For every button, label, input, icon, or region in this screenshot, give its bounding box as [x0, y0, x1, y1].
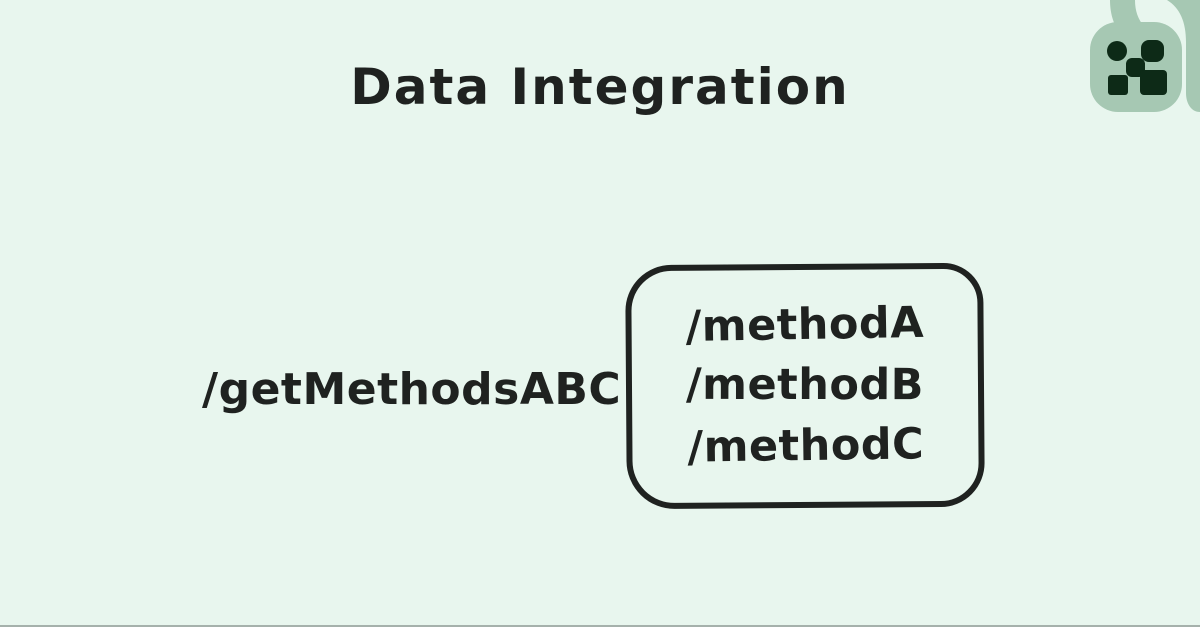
logo-glyph	[1107, 40, 1167, 95]
diagram-title: Data Integration	[350, 58, 850, 116]
source-endpoint-label: /getMethodsABC	[202, 364, 622, 415]
method-endpoint-label: /methodA	[684, 297, 925, 353]
methods-group-box: /methodA /methodB /methodC	[625, 262, 985, 510]
method-endpoint-label: /methodB	[685, 360, 925, 411]
bottom-edge-line	[0, 625, 1200, 627]
method-endpoint-label: /methodC	[686, 418, 925, 473]
brand-logo-icon	[1090, 0, 1200, 112]
brand-logo-badge	[1080, 0, 1200, 130]
